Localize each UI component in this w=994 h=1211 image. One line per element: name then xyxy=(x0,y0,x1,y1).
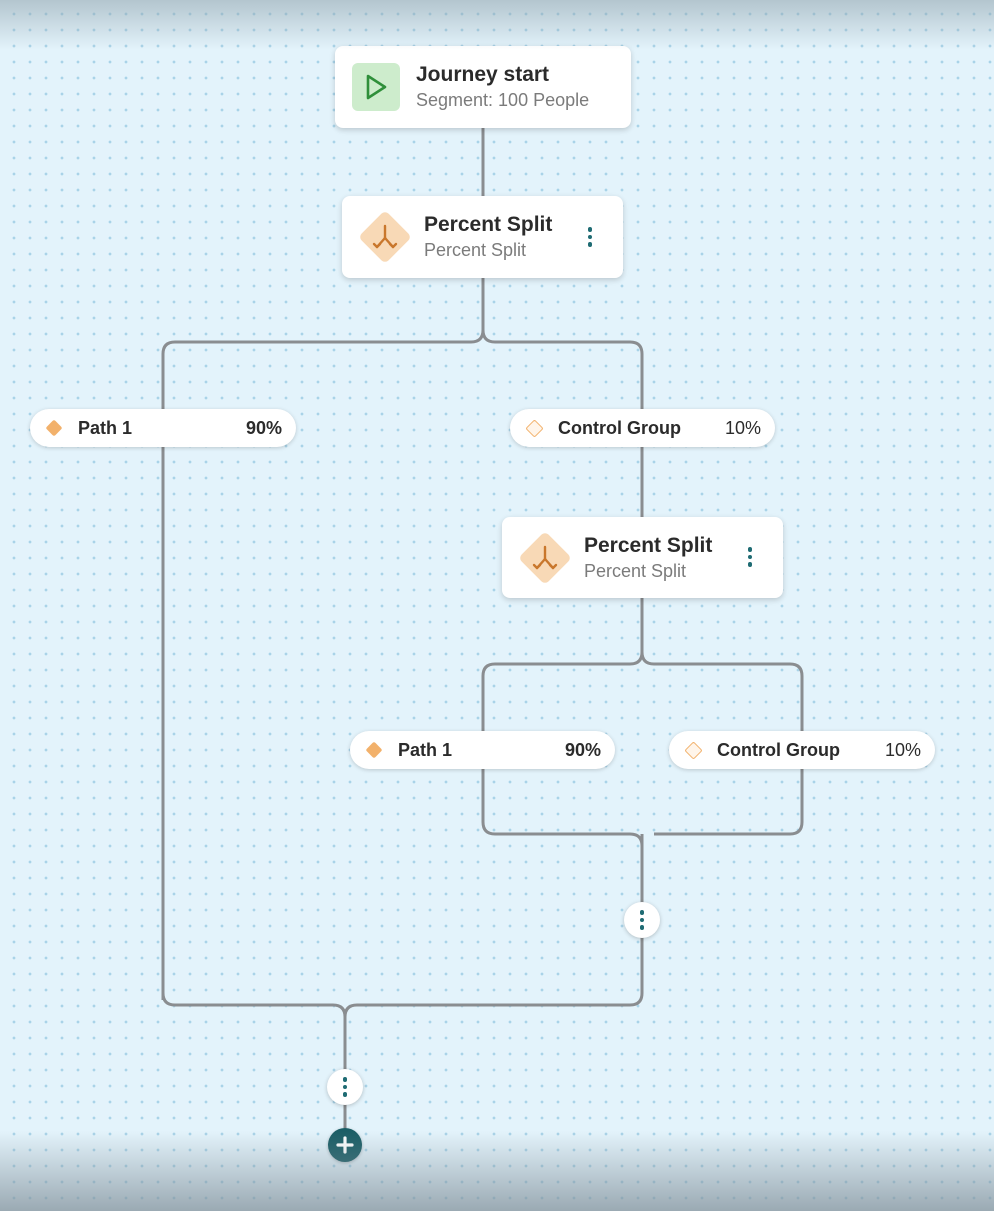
journey-start-node[interactable]: Journey start Segment: 100 People xyxy=(335,46,631,128)
journey-start-title: Journey start xyxy=(416,63,550,86)
add-step-button[interactable] xyxy=(328,1128,362,1162)
path-label: Path 1 xyxy=(78,417,133,438)
control-diamond-icon xyxy=(684,740,703,760)
path-percent: 90% xyxy=(564,739,601,760)
path-diamond-icon xyxy=(45,419,63,437)
split-arrow-icon xyxy=(518,530,572,585)
split-1-title: Percent Split xyxy=(424,213,553,236)
path-percent: 90% xyxy=(245,417,282,438)
play-icon xyxy=(352,63,400,111)
control-group-label: Control Group xyxy=(558,417,681,438)
percent-split-node-1[interactable]: Percent Split Percent Split xyxy=(342,196,623,278)
split-2-title: Percent Split xyxy=(584,533,713,557)
split-2-path-1-pill[interactable]: Path 1 90% xyxy=(350,731,615,769)
split-1-control-group-pill[interactable]: Control Group 10% xyxy=(510,409,775,447)
control-group-label: Control Group xyxy=(717,739,840,760)
split-2-control-group-pill[interactable]: Control Group 10% xyxy=(669,731,935,769)
plus-icon xyxy=(336,1136,354,1154)
control-group-percent: 10% xyxy=(884,739,921,760)
split-2-subtitle: Percent Split xyxy=(584,560,687,581)
merge-more-menu-button[interactable] xyxy=(624,902,660,938)
journey-start-segment: Segment: 100 People xyxy=(416,90,590,110)
control-group-percent: 10% xyxy=(724,417,761,438)
percent-split-node-2[interactable]: Percent Split Percent Split xyxy=(502,517,783,598)
path-diamond-icon xyxy=(365,741,383,759)
final-merge-more-menu-button[interactable] xyxy=(327,1069,363,1105)
path-label: Path 1 xyxy=(398,739,453,760)
split-1-path-1-pill[interactable]: Path 1 90% xyxy=(30,409,296,447)
split-1-more-menu-button[interactable] xyxy=(578,219,602,255)
control-diamond-icon xyxy=(525,418,544,438)
split-2-more-menu-button[interactable] xyxy=(738,539,762,575)
split-1-subtitle: Percent Split xyxy=(424,240,527,260)
split-arrow-icon xyxy=(358,210,412,264)
